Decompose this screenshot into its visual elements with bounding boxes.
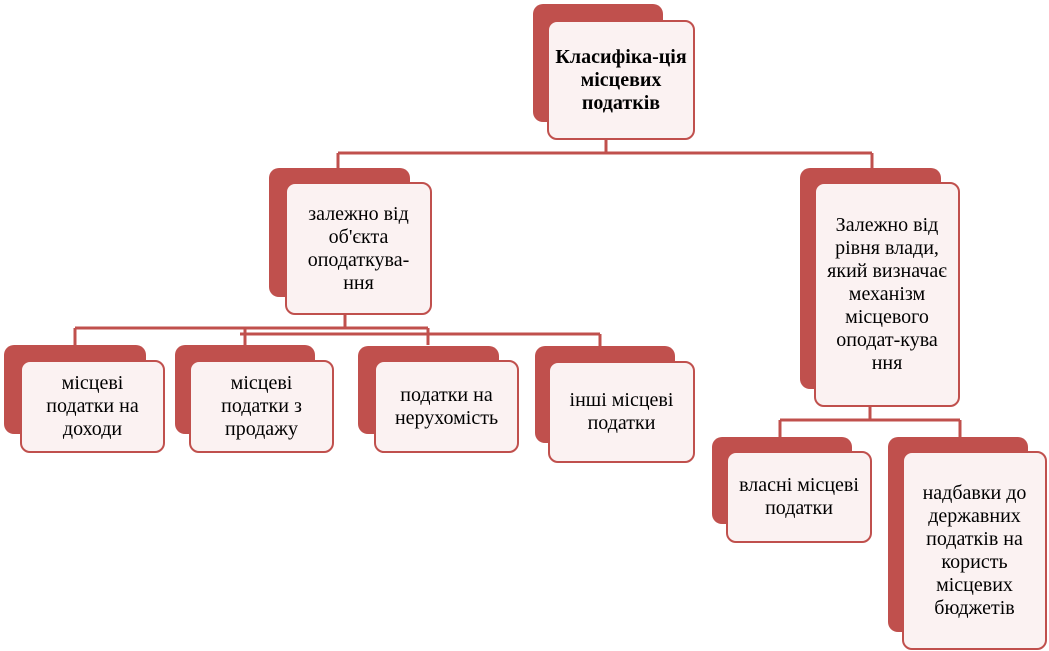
leaf-label-state-tax-surcharges: надбавки до державних податків на корист… [922,481,1027,619]
branch-node-power-level-box: Залежно від рівня влади, який визначає м… [814,182,960,407]
root-node: Класифіка-ція місцевих податків [533,4,695,140]
branch-node-power-level: Залежно від рівня влади, який визначає м… [800,168,960,407]
leaf-label-other-taxes: інші місцеві податки [569,389,674,434]
leaf-node-own-local-taxes-box: власні місцеві податки [726,451,872,543]
leaf-node-state-tax-surcharges-box: надбавки до державних податків на корист… [902,451,1047,650]
leaf-label-own-local-taxes: власні місцеві податки [739,474,859,519]
leaf-node-income-taxes-box: місцеві податки на доходи [20,360,165,453]
leaf-node-income-taxes: місцеві податки на доходи [4,345,165,453]
leaf-node-own-local-taxes: власні місцеві податки [712,437,872,543]
leaf-node-other-taxes: інші місцеві податки [535,346,695,463]
leaf-label-sales-taxes: місцеві податки з продажу [221,372,302,440]
branch-label-power-level: Залежно від рівня влади, який визначає м… [827,214,947,374]
leaf-node-sales-taxes: місцеві податки з продажу [175,345,334,453]
leaf-node-sales-taxes-box: місцеві податки з продажу [189,360,334,453]
leaf-node-property-taxes-box: податки на нерухомість [374,360,519,453]
branch-node-object: залежно від об'єкта оподаткува-ння [269,168,432,315]
branch-label-object: залежно від об'єкта оподаткува-ння [307,202,410,294]
branch-node-object-box: залежно від об'єкта оподаткува-ння [285,182,432,315]
leaf-node-state-tax-surcharges: надбавки до державних податків на корист… [888,437,1047,650]
leaf-node-property-taxes: податки на нерухомість [358,346,519,453]
root-node-box: Класифіка-ція місцевих податків [547,20,695,140]
leaf-node-other-taxes-box: інші місцеві податки [548,361,695,463]
leaf-label-income-taxes: місцеві податки на доходи [46,372,139,440]
leaf-label-property-taxes: податки на нерухомість [394,383,499,429]
root-label: Класифіка-ція місцевих податків [555,45,687,114]
